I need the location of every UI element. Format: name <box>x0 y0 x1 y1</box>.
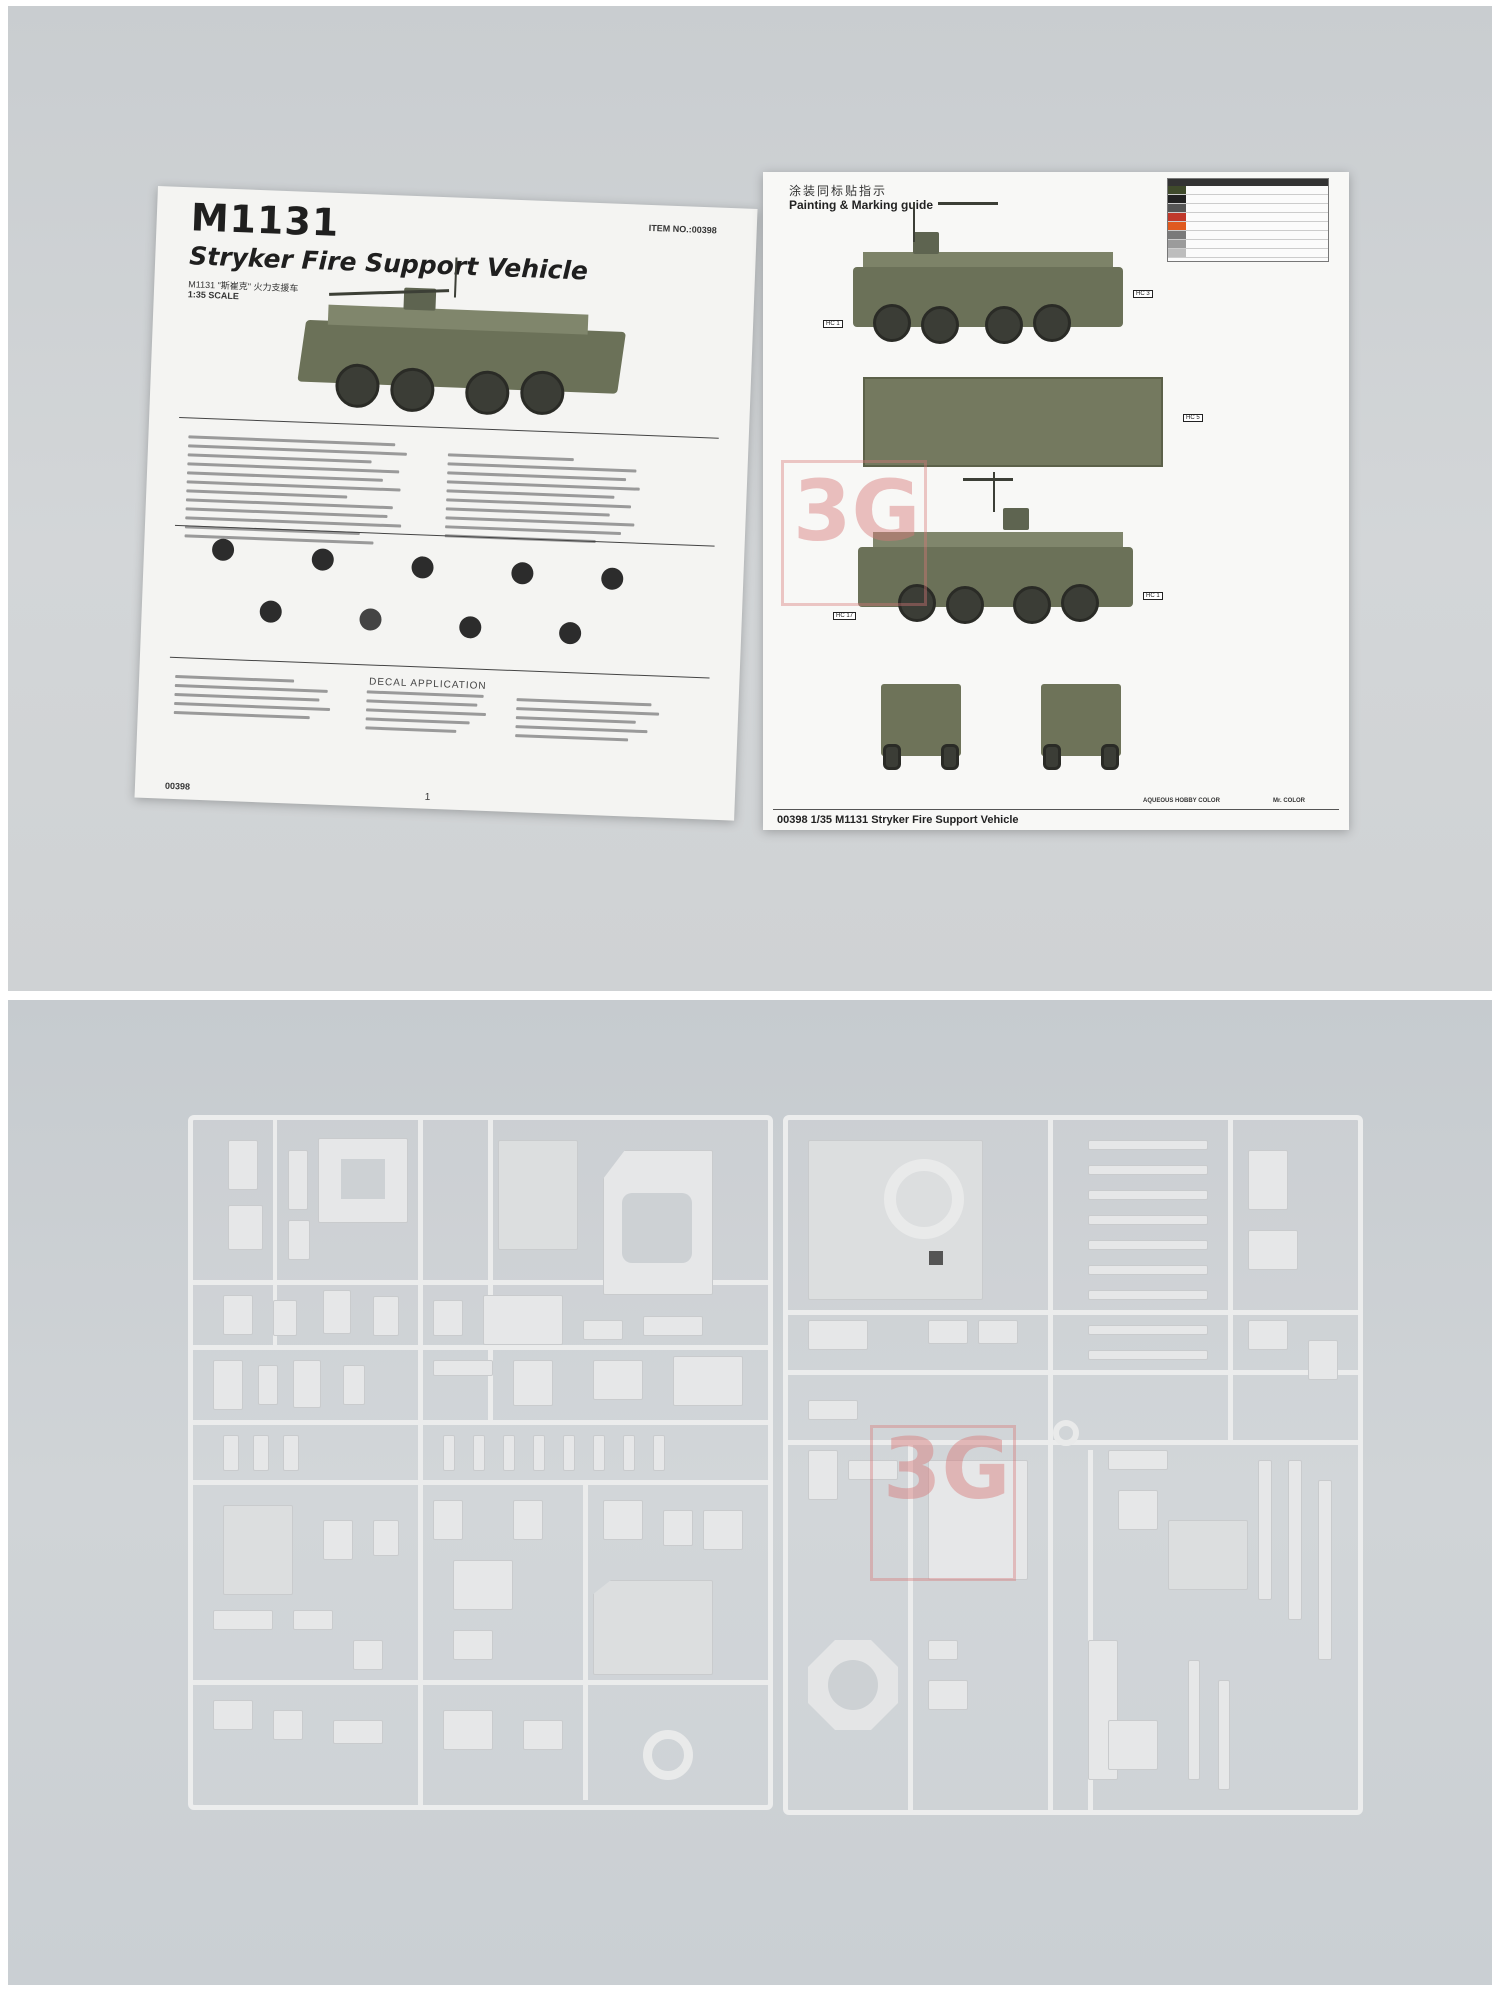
drill-symbol-icon <box>411 556 434 579</box>
turret-base-part <box>808 1140 983 1300</box>
painting-guide-page: 涂装同标贴指示 Painting & Marking guide HC 1 <box>763 172 1349 830</box>
page-number: 1 <box>424 791 431 803</box>
decal-steps <box>365 690 497 740</box>
scale-label: 1:35 SCALE <box>187 289 240 302</box>
hatch-frame-part <box>318 1138 408 1223</box>
safety-notes <box>173 675 346 726</box>
painting-heading-cn: 涂装同标贴指示 <box>789 184 888 198</box>
sprue-left <box>188 1115 773 1810</box>
watermark-logo: 3G <box>793 462 921 560</box>
legend-aqueous: AQUEOUS HOBBY COLOR <box>1143 798 1220 804</box>
paint-reference-table <box>1167 178 1329 262</box>
bend-symbol-icon <box>600 567 624 591</box>
watermark-logo-sprue: 3G <box>883 1420 1011 1518</box>
small-plate-part <box>483 1295 563 1345</box>
cement-symbol-icon <box>211 538 235 562</box>
watermark-frame <box>781 460 927 606</box>
manual-title: M1131 <box>189 195 341 245</box>
page-code: 00398 <box>164 780 191 792</box>
sand-symbol-icon <box>259 600 283 624</box>
armor-plate-part <box>593 1580 713 1675</box>
turret-housing-part <box>1168 1520 1248 1590</box>
top-view <box>863 377 1163 467</box>
watermark-frame-sprue <box>870 1425 1016 1581</box>
item-number: ITEM NO.:00398 <box>648 222 717 236</box>
legend-mr-color: Mr. COLOR <box>1273 798 1306 804</box>
cut-symbol-icon <box>510 561 534 585</box>
repeat-symbol-icon <box>458 615 482 639</box>
wheel-hub-part <box>643 1730 693 1780</box>
sprue-right <box>783 1115 1363 1815</box>
page-footer: 00398 1/35 M1131 Stryker Fire Support Ve… <box>777 814 1019 826</box>
manual-cover-page: M1131 Stryker Fire Support Vehicle ITEM … <box>134 186 758 821</box>
decal-steps-2 <box>515 698 667 749</box>
english-notes <box>184 435 418 552</box>
weight-symbol-icon <box>311 548 335 572</box>
sprues-photo: 3G <box>8 1000 1492 1985</box>
decal-symbol-icon <box>558 621 582 645</box>
hull-box-part <box>223 1505 293 1595</box>
hull-plate-part <box>498 1140 578 1250</box>
octagonal-ring-part <box>808 1640 898 1730</box>
painting-heading: Painting & Marking guide <box>789 198 934 212</box>
side-panel-part <box>603 1150 713 1295</box>
manual-photo: M1131 Stryker Fire Support Vehicle ITEM … <box>8 6 1492 991</box>
clear-part-area <box>928 1460 1028 1580</box>
decal-heading: DECAL APPLICATION <box>368 676 487 692</box>
option-symbol-icon <box>359 608 382 631</box>
